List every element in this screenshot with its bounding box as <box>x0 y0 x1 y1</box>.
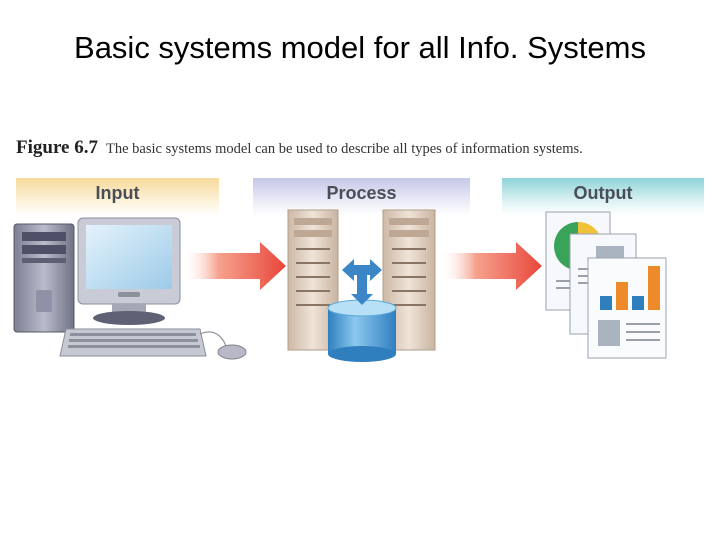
report-page-front <box>587 257 667 359</box>
slide-title: Basic systems model for all Info. System… <box>74 30 646 65</box>
server-database-icon <box>287 209 436 362</box>
computer-icon <box>13 217 247 360</box>
report-documents-icon <box>545 211 667 359</box>
input-to-process-arrow <box>182 242 286 290</box>
process-to-output-arrow <box>440 242 542 290</box>
figure-caption-text: The basic systems model can be used to d… <box>105 141 583 157</box>
bidirectional-arrow-icon <box>342 259 382 305</box>
figure-label: Figure 6.7 <box>16 137 98 158</box>
output-stage-header: Output <box>502 178 704 216</box>
server-right <box>382 209 436 351</box>
input-stage-header: Input <box>16 178 219 216</box>
figure-caption: Figure 6.7 The basic systems model can be… <box>16 137 583 159</box>
database-icon <box>327 299 397 362</box>
